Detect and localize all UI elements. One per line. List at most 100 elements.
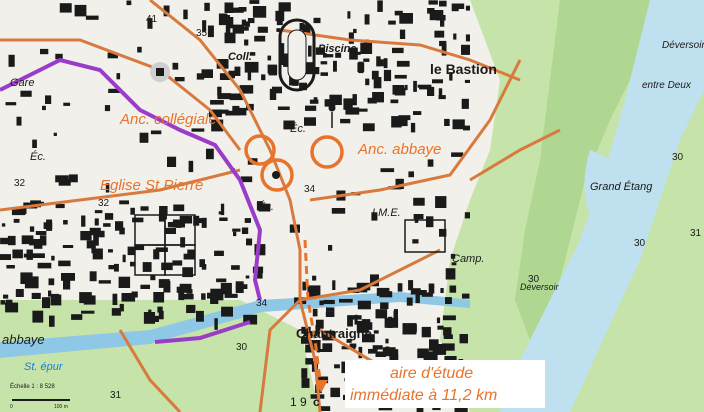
building-block [465, 34, 470, 42]
building-block [413, 80, 417, 92]
building-block [94, 218, 99, 226]
building-block [376, 287, 390, 296]
building-block [246, 238, 253, 246]
building-block [181, 293, 194, 300]
building-block [118, 276, 131, 288]
building-block [326, 307, 335, 312]
building-block [20, 90, 32, 97]
building-block [370, 274, 379, 287]
building-block [11, 207, 26, 216]
building-block [413, 197, 425, 206]
building-block [233, 231, 237, 237]
building-block [85, 15, 99, 20]
building-block [24, 276, 39, 289]
building-block [394, 87, 406, 96]
building-block [442, 315, 456, 321]
building-block [140, 206, 149, 211]
building-block [63, 278, 71, 290]
building-block [42, 105, 46, 111]
building-block [275, 10, 285, 22]
building-block [305, 67, 320, 75]
building-block [161, 262, 173, 271]
building-block [459, 334, 468, 344]
building-block [272, 86, 282, 94]
building-block [232, 228, 241, 232]
building-block [325, 311, 335, 317]
annotation-eglise-st-pierre: Eglise St Pierre [100, 177, 203, 194]
building-block [7, 235, 16, 246]
building-block [68, 174, 78, 183]
elevation-label: 30 [634, 238, 646, 249]
building-block [362, 334, 375, 343]
label-grand-etang: Grand Étang [590, 180, 653, 193]
label-bottom-code: 1 9 [290, 395, 307, 409]
building-block [389, 354, 399, 363]
building-block [313, 97, 318, 103]
label-entre-deux: entre Deux [642, 80, 692, 91]
building-block [315, 319, 324, 329]
building-block [404, 84, 408, 91]
building-block [443, 334, 453, 339]
annotation-study-area-2: immédiate à 11,2 km [350, 387, 497, 404]
building-block [1, 223, 6, 227]
building-block [155, 247, 168, 252]
building-block [307, 285, 321, 298]
building-block [244, 21, 250, 27]
building-block [23, 253, 31, 258]
building-block [398, 115, 411, 121]
building-block [81, 310, 95, 314]
building-block [238, 7, 247, 12]
building-block [276, 28, 281, 32]
building-block [315, 325, 321, 334]
building-block [225, 110, 235, 116]
label-st-epur: St. épur [24, 361, 64, 373]
building-block [46, 219, 53, 231]
building-block [40, 48, 49, 55]
elevation-label: 31 [110, 390, 122, 401]
building-block [119, 200, 129, 205]
building-block [58, 179, 71, 186]
building-block [126, 0, 132, 6]
building-block [428, 283, 435, 294]
building-block [86, 240, 96, 249]
building-block [211, 119, 224, 132]
building-block [174, 77, 185, 82]
building-block [0, 254, 11, 260]
building-block [32, 310, 44, 323]
building-block [3, 294, 9, 299]
building-block [463, 125, 470, 131]
building-block [438, 95, 446, 100]
building-block [375, 351, 386, 357]
building-block [421, 326, 431, 338]
building-block [349, 47, 358, 60]
building-block [224, 293, 238, 298]
building-block [302, 281, 307, 291]
building-block [406, 297, 413, 306]
annotation-anc-abbaye: Anc. abbaye [357, 141, 441, 158]
building-block [261, 74, 266, 81]
building-block [121, 293, 136, 302]
building-block [352, 94, 357, 106]
building-block [245, 275, 250, 279]
building-block [254, 35, 266, 42]
building-block [301, 336, 310, 344]
building-block [305, 105, 317, 111]
building-block [59, 3, 72, 13]
building-block [464, 212, 470, 219]
building-block [97, 230, 105, 238]
building-block [235, 284, 248, 289]
building-block [214, 250, 224, 256]
building-block [201, 293, 206, 300]
building-block [62, 245, 74, 248]
vegetation-southwest [0, 300, 320, 412]
building-block [299, 23, 304, 31]
building-block [112, 293, 118, 305]
building-block [393, 309, 398, 320]
building-block [131, 291, 138, 298]
building-block [464, 79, 470, 83]
building-block [365, 78, 370, 86]
building-block [353, 28, 357, 34]
sports-ground [134, 214, 446, 276]
label-le-bastion: le Bastion [430, 61, 497, 77]
